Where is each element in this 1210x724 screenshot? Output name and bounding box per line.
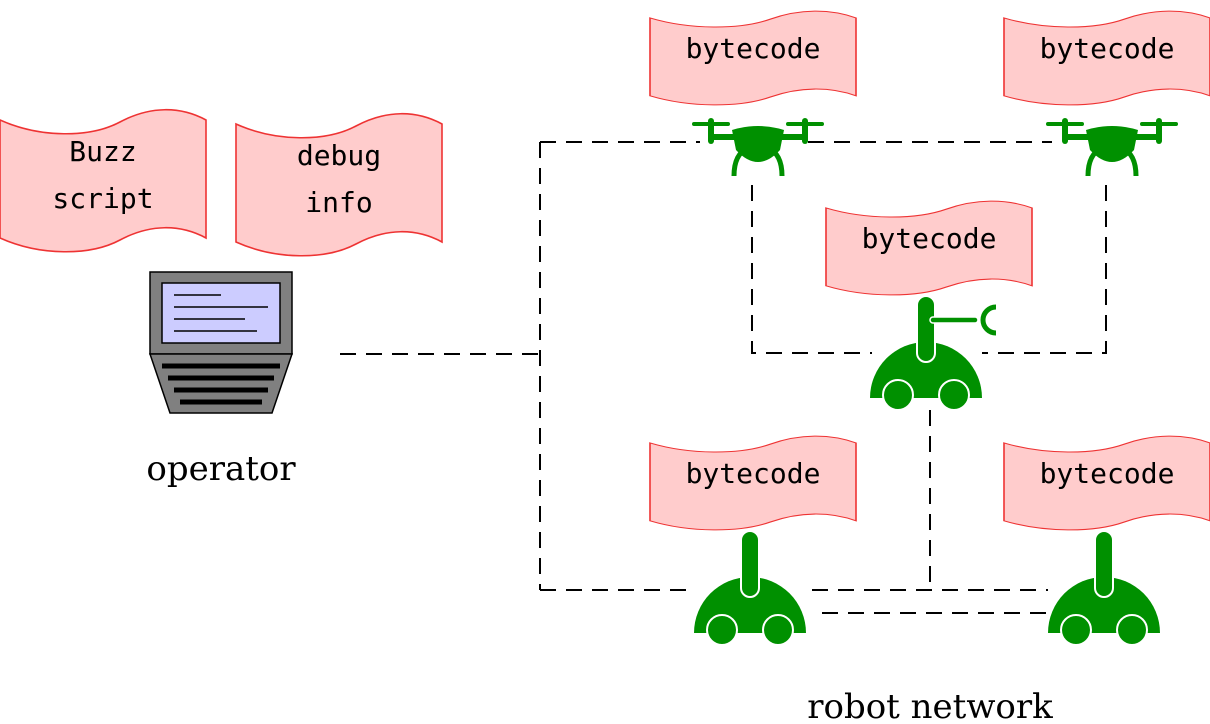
ground-robot-icon[interactable] xyxy=(1048,530,1160,646)
document-label: bytecode xyxy=(686,32,821,65)
robot-ground-robot-1[interactable]: bytecode xyxy=(649,435,857,646)
document-label: bytecode xyxy=(1040,32,1175,65)
document-label: bytecode xyxy=(686,457,821,490)
link-drone1-armrobot xyxy=(751,185,872,354)
drone-icon[interactable] xyxy=(1046,118,1178,177)
robot-arm-robot[interactable]: bytecode xyxy=(825,200,1033,411)
document-shape xyxy=(235,112,443,257)
link-drone2-armrobot xyxy=(982,185,1107,354)
document-bytecode[interactable]: bytecode xyxy=(649,435,857,531)
document-debug-info[interactable]: debug info xyxy=(235,112,443,257)
document-line: Buzz xyxy=(69,135,136,168)
document-bytecode[interactable]: bytecode xyxy=(1003,10,1210,106)
document-shape xyxy=(0,108,207,253)
document-bytecode[interactable]: bytecode xyxy=(1003,435,1210,531)
robot-network: bytecode bytecode bytecode bytecode bytecode xyxy=(649,10,1210,646)
document-line: debug xyxy=(297,139,381,172)
document-line: info xyxy=(305,186,372,219)
network-links xyxy=(340,141,1107,614)
robot-drone-2[interactable]: bytecode xyxy=(1003,10,1210,177)
robot-network-label: robot network xyxy=(807,687,1053,724)
ground-robot-icon[interactable] xyxy=(694,530,806,646)
document-bytecode[interactable]: bytecode xyxy=(649,10,857,106)
document-buzz-script[interactable]: Buzz script xyxy=(0,108,207,253)
robot-ground-robot-2[interactable]: bytecode xyxy=(1003,435,1210,646)
document-bytecode[interactable]: bytecode xyxy=(825,200,1033,296)
laptop-icon[interactable] xyxy=(148,271,294,414)
arm-robot-icon[interactable] xyxy=(870,295,997,411)
document-label: bytecode xyxy=(862,222,997,255)
operator-label: operator xyxy=(146,449,296,489)
drone-icon[interactable] xyxy=(692,118,824,177)
robot-drone-1[interactable]: bytecode xyxy=(649,10,857,177)
document-line: script xyxy=(52,182,153,215)
document-label: bytecode xyxy=(1040,457,1175,490)
